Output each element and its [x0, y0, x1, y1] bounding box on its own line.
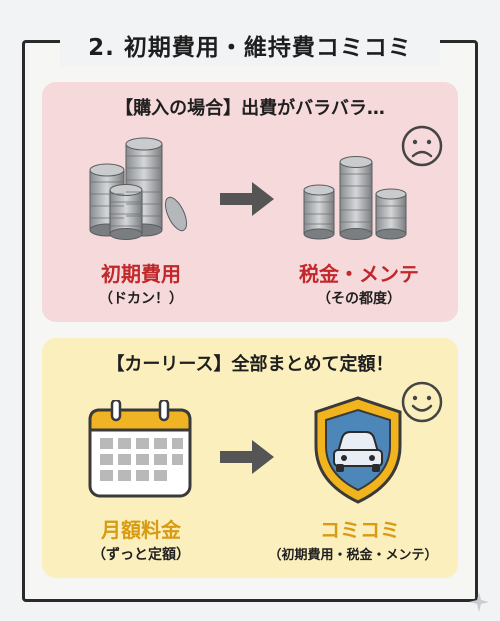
page-title: 2. 初期費用・維持費コミコミ [60, 30, 440, 66]
purchase-heading: 【購入の場合】出費がバラバラ… [115, 98, 385, 119]
calendar-icon [88, 400, 192, 498]
purchase-card: 【購入の場合】出費がバラバラ… [42, 82, 458, 322]
tax-maintenance-label: 税金・メンテ [299, 262, 419, 286]
all-inclusive-label: コミコミ [320, 518, 400, 542]
coin-stacks-small-icon [303, 156, 407, 240]
tax-maintenance-sub: （その都度） [317, 291, 401, 307]
lease-heading: 【カーリース】全部まとめて定額！ [106, 354, 394, 375]
arrow-right-icon [220, 440, 274, 474]
monthly-fee-sub: （ずっと定額） [92, 547, 190, 563]
initial-cost-sub: （ドカン！） [99, 291, 183, 307]
sparkle-icon [469, 592, 489, 612]
arrow-right-icon [220, 182, 274, 216]
initial-cost-label: 初期費用 [101, 262, 181, 286]
happy-face-icon [401, 381, 443, 423]
lease-card: 【カーリース】全部まとめて定額！ 月額料金 （ずっと定額） コミコミ （初期費用… [42, 338, 458, 578]
monthly-fee-label: 月額料金 [101, 518, 181, 542]
sad-face-icon [401, 125, 443, 167]
coin-stacks-large-icon [89, 137, 188, 240]
shield-car-icon [314, 396, 402, 504]
all-inclusive-sub: （初期費用・税金・メンテ） [268, 548, 438, 563]
